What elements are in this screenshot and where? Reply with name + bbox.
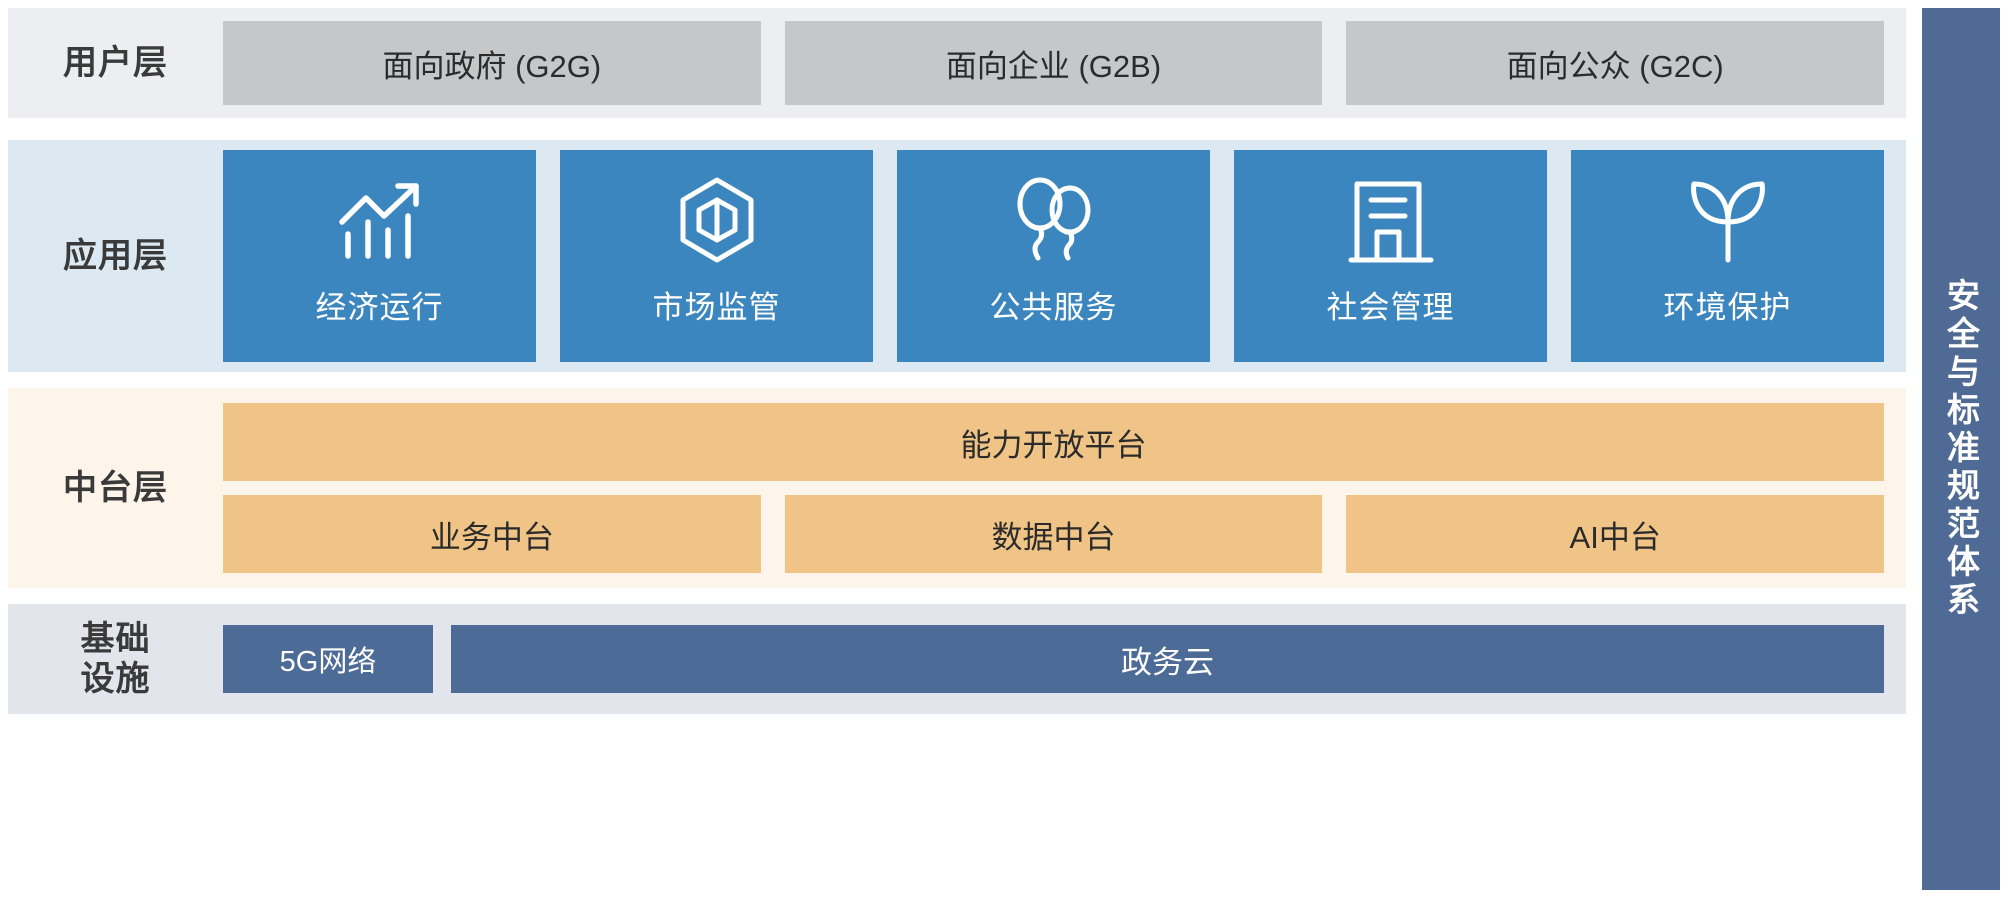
layer-infrastructure: 基础 设施 5G网络 政务云 <box>8 604 1906 714</box>
layer-infrastructure-label-line1: 基础 <box>80 619 151 658</box>
user-box-row: 面向政府 (G2G) 面向企业 (G2B) 面向公众 (G2C) <box>223 21 1906 105</box>
app-card-environment-label: 环境保护 <box>1663 290 1792 325</box>
middle-box-business[interactable]: 业务中台 <box>223 495 761 573</box>
app-card-market[interactable]: 市场监管 <box>560 150 873 362</box>
balloons-icon <box>1006 172 1102 268</box>
layer-application-label: 应用层 <box>63 236 168 275</box>
layer-middle-platform-body: 能力开放平台 业务中台 数据中台 AI中台 <box>223 388 1906 588</box>
user-box-g2g[interactable]: 面向政府 (G2G) <box>223 21 761 105</box>
middle-stack: 能力开放平台 业务中台 数据中台 AI中台 <box>223 403 1906 573</box>
middle-box-row: 业务中台 数据中台 AI中台 <box>223 495 1885 573</box>
security-standards-bar[interactable]: 安全与标准规范体系 <box>1922 8 2000 890</box>
app-card-market-label: 市场监管 <box>652 290 781 325</box>
layer-infrastructure-label: 基础 设施 <box>8 619 223 699</box>
middle-box-ai[interactable]: AI中台 <box>1346 495 1885 573</box>
layer-infrastructure-body: 5G网络 政务云 <box>223 604 1906 714</box>
security-standards-label: 安全与标准规范体系 <box>1942 278 1980 620</box>
application-card-row: 经济运行 市场监管 <box>223 150 1906 362</box>
app-card-environment[interactable]: 环境保护 <box>1571 150 1884 362</box>
layer-application: 应用层 经济运行 <box>8 140 1906 372</box>
app-card-economy-label: 经济运行 <box>315 290 444 325</box>
capability-open-platform-box[interactable]: 能力开放平台 <box>223 403 1884 481</box>
growth-chart-icon <box>332 172 428 268</box>
app-card-public-service-label: 公共服务 <box>989 290 1118 325</box>
user-box-g2b[interactable]: 面向企业 (G2B) <box>784 21 1323 105</box>
layer-user-label: 用户层 <box>63 43 168 82</box>
hexagon-cube-icon <box>669 172 765 268</box>
infra-box-government-cloud[interactable]: 政务云 <box>451 625 1884 693</box>
layer-application-body: 经济运行 市场监管 <box>223 140 1906 372</box>
layer-middle-platform: 中台层 能力开放平台 业务中台 数据中台 AI中台 <box>8 388 1906 588</box>
app-card-economy[interactable]: 经济运行 <box>223 150 536 362</box>
app-card-public-service[interactable]: 公共服务 <box>897 150 1210 362</box>
middle-box-data[interactable]: 数据中台 <box>784 495 1323 573</box>
infra-box-5g-network[interactable]: 5G网络 <box>223 625 433 693</box>
building-icon <box>1343 172 1439 268</box>
layer-middle-platform-label: 中台层 <box>63 468 168 507</box>
layer-user: 用户层 面向政府 (G2G) 面向企业 (G2B) 面向公众 (G2C) <box>8 8 1906 118</box>
user-box-g2c[interactable]: 面向公众 (G2C) <box>1346 21 1885 105</box>
leaf-icon <box>1680 172 1776 268</box>
layer-infrastructure-label-line2: 设施 <box>80 660 151 698</box>
infrastructure-box-row: 5G网络 政务云 <box>223 625 1906 693</box>
app-card-social-governance-label: 社会管理 <box>1326 290 1455 325</box>
layer-user-body: 面向政府 (G2G) 面向企业 (G2B) 面向公众 (G2C) <box>223 8 1906 118</box>
app-card-social-governance[interactable]: 社会管理 <box>1234 150 1547 362</box>
